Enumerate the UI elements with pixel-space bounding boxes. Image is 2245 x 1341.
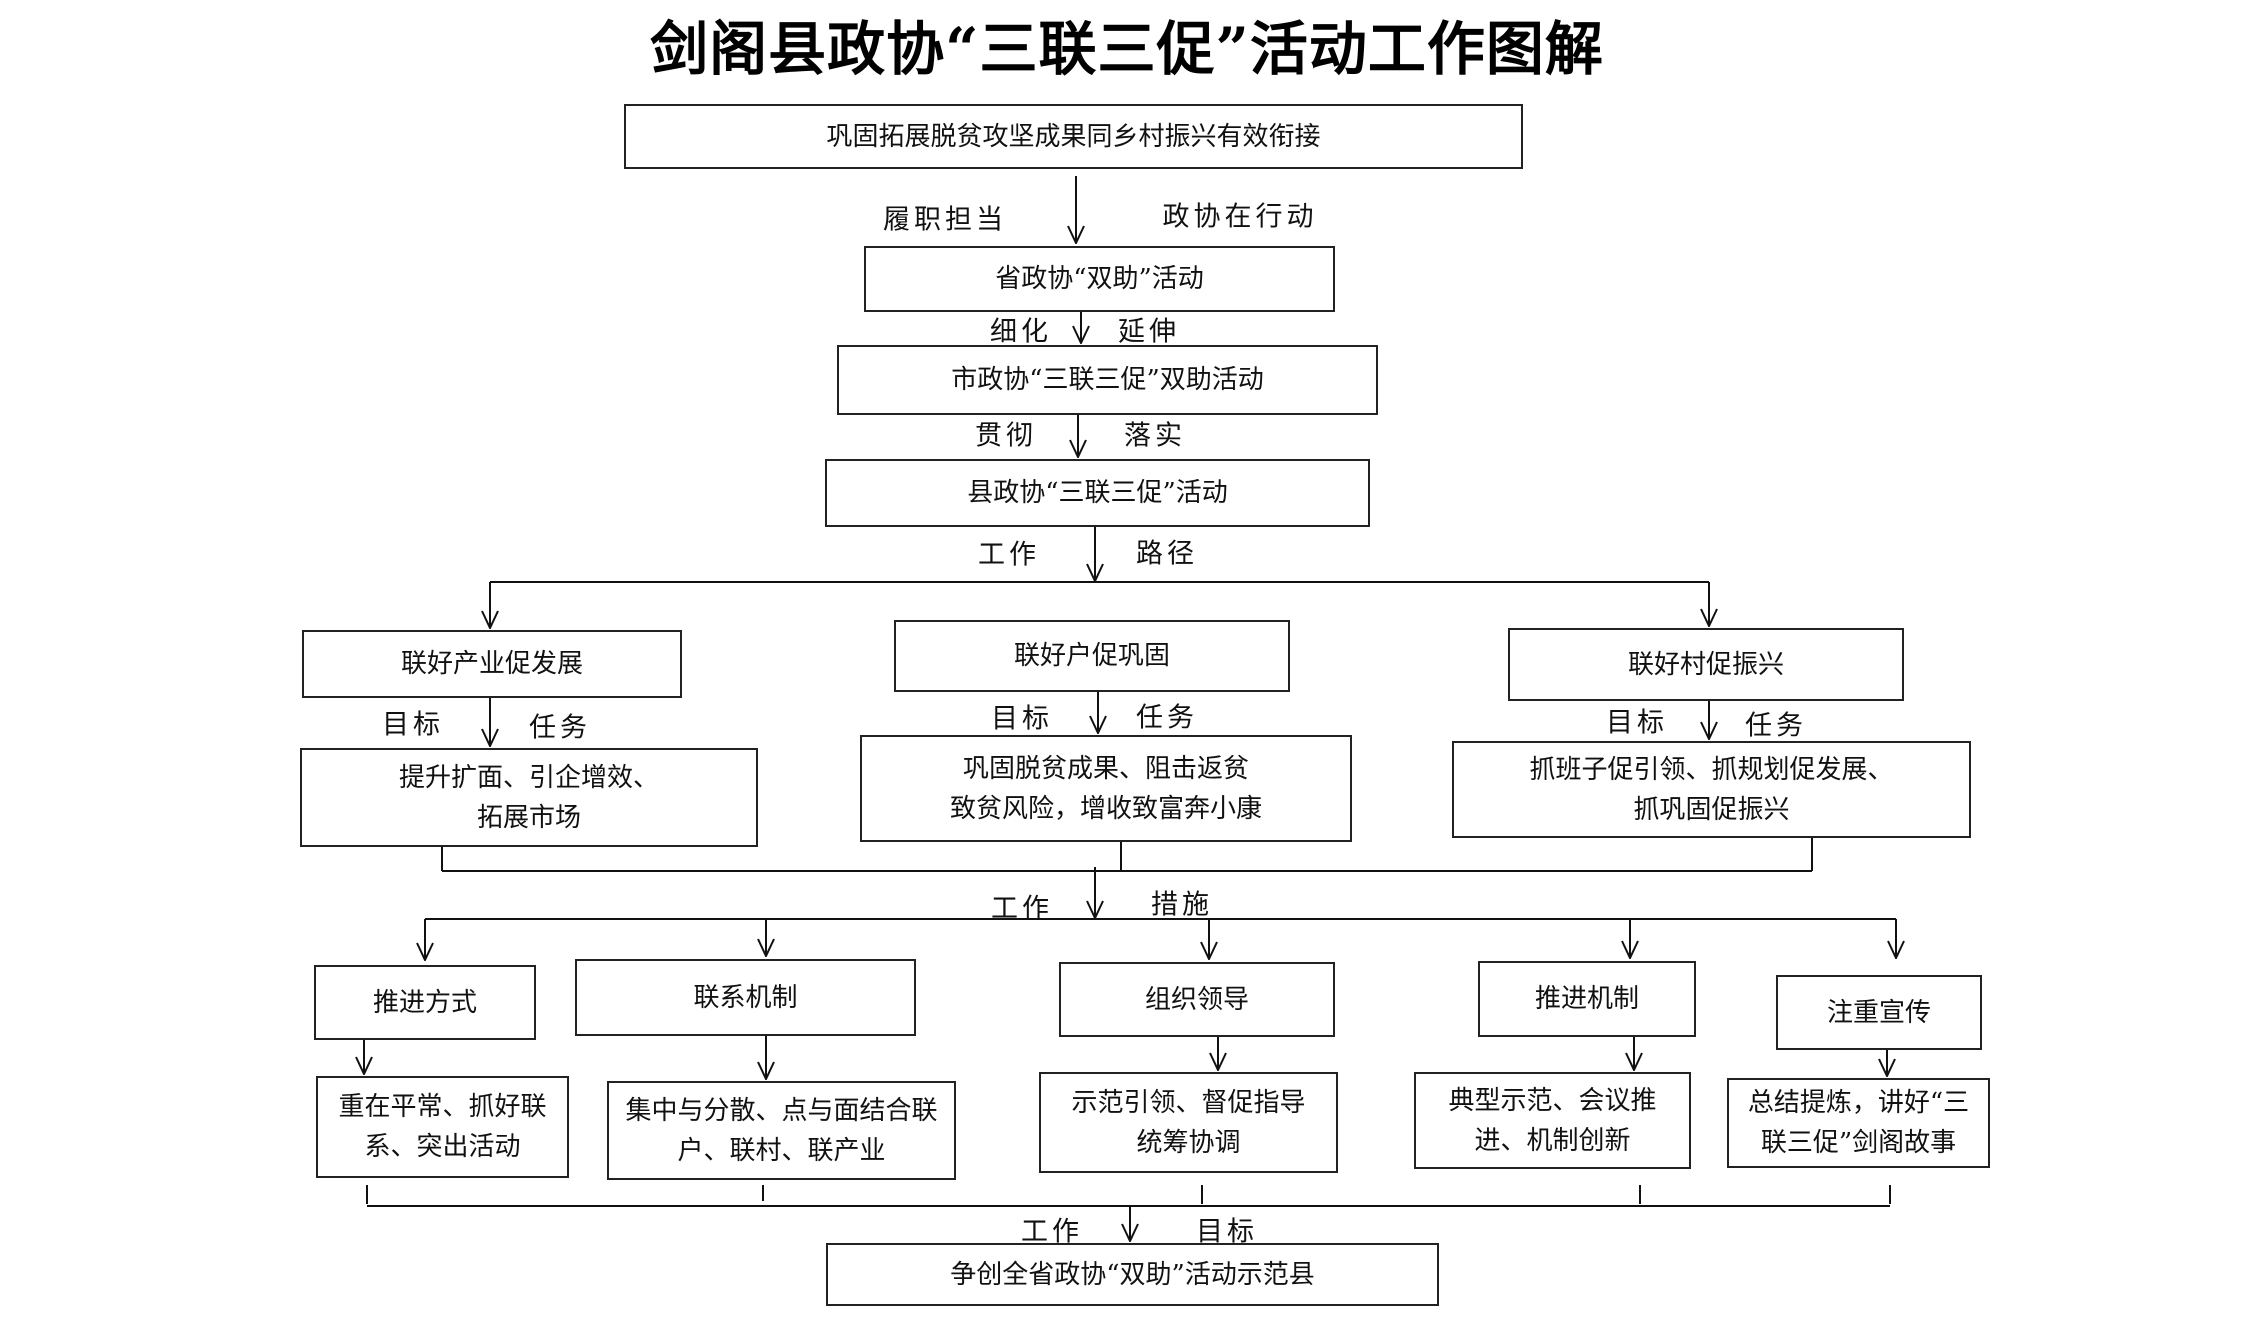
detail-line: 重在平常、抓好联 <box>338 1092 547 1122</box>
detail-box-mechanism: 典型示范、会议推 进、机制创新 <box>1414 1072 1691 1169</box>
detail-line: 进、机制创新 <box>1474 1125 1631 1156</box>
task-line: 拓展市场 <box>476 802 581 833</box>
label-path: 路径 <box>1136 538 1198 570</box>
city-box: 市政协“三联三促”双助活动 <box>837 345 1378 415</box>
task-line: 致贫风险，增收致富奔小康 <box>949 793 1262 824</box>
measure-box-leadership: 组织领导 <box>1059 962 1335 1037</box>
task-box-household: 巩固脱贫成果、阻击返贫 致贫风险，增收致富奔小康 <box>860 735 1352 842</box>
path-label-task: 任务 <box>1745 710 1807 742</box>
path-name: 联好户促巩固 <box>1013 641 1170 671</box>
measure-name: 组织领导 <box>1144 984 1249 1015</box>
label-work: 工作 <box>978 539 1040 571</box>
detail-line: 总结提炼，讲好“三 <box>1747 1088 1970 1118</box>
detail-box-leadership: 示范引领、督促指导 统筹协调 <box>1039 1072 1338 1173</box>
task-line: 抓巩固促振兴 <box>1633 794 1790 825</box>
measure-name: 联系机制 <box>693 982 798 1013</box>
measure-name: 推进方式 <box>372 987 477 1018</box>
path-name: 联好产业促发展 <box>400 649 583 679</box>
measure-box-liaison: 联系机制 <box>575 959 916 1036</box>
label-carry-out: 落实 <box>1124 420 1186 452</box>
measure-name: 注重宣传 <box>1826 997 1931 1028</box>
detail-line: 户、联村、联产业 <box>677 1135 886 1166</box>
path-name: 联好村促振兴 <box>1627 649 1784 680</box>
province-text: 省政协“双助”活动 <box>995 264 1204 294</box>
path-label-task: 任务 <box>1136 702 1198 734</box>
path-label-goal: 目标 <box>382 709 444 741</box>
task-line: 抓班子促引领、抓规划促发展、 <box>1529 754 1894 785</box>
path-box-household: 联好户促巩固 <box>894 620 1290 692</box>
measure-box-publicity: 注重宣传 <box>1776 975 1982 1050</box>
target-label-work: 工作 <box>1021 1216 1083 1248</box>
final-goal-box: 争创全省政协“双助”活动示范县 <box>826 1243 1439 1306</box>
task-box-industry: 提升扩面、引企增效、 拓展市场 <box>300 748 758 847</box>
path-label-goal: 目标 <box>991 703 1053 735</box>
task-line: 巩固脱贫成果、阻击返贫 <box>962 753 1249 784</box>
detail-line: 典型示范、会议推 <box>1448 1085 1657 1116</box>
path-box-industry: 联好产业促发展 <box>302 630 682 698</box>
task-box-village: 抓班子促引领、抓规划促发展、 抓巩固促振兴 <box>1452 741 1971 838</box>
detail-box-publicity: 总结提炼，讲好“三 联三促”剑阁故事 <box>1727 1078 1990 1168</box>
measure-name: 推进机制 <box>1534 984 1639 1014</box>
diagram-title: 剑阁县政协“三联三促”活动工作图解 <box>650 15 1604 83</box>
detail-box-liaison: 集中与分散、点与面结合联 户、联村、联产业 <box>607 1081 956 1180</box>
path-label-task: 任务 <box>529 712 591 744</box>
label-refine: 细化 <box>990 316 1052 348</box>
detail-line: 集中与分散、点与面结合联 <box>625 1095 938 1126</box>
label-zhengxie-action: 政协在行动 <box>1162 201 1318 233</box>
measures-label-measures: 措施 <box>1151 889 1213 921</box>
goal-text: 巩固拓展脱贫攻坚成果同乡村振兴有效衔接 <box>826 121 1321 152</box>
county-box: 县政协“三联三促”活动 <box>825 459 1370 527</box>
measures-label-work: 工作 <box>991 893 1053 925</box>
label-implement: 贯彻 <box>975 420 1037 452</box>
measure-box-method: 推进方式 <box>314 965 536 1040</box>
province-box: 省政协“双助”活动 <box>864 246 1335 312</box>
measure-box-mechanism: 推进机制 <box>1478 961 1696 1037</box>
detail-line: 系、突出活动 <box>364 1132 521 1162</box>
path-box-village: 联好村促振兴 <box>1508 628 1904 701</box>
task-line: 提升扩面、引企增效、 <box>398 762 659 793</box>
detail-line: 联三促”剑阁故事 <box>1760 1128 1957 1158</box>
detail-box-method: 重在平常、抓好联 系、突出活动 <box>316 1076 569 1178</box>
final-goal-text: 争创全省政协“双助”活动示范县 <box>950 1259 1315 1290</box>
label-lvzhi: 履职担当 <box>883 204 1007 236</box>
goal-box: 巩固拓展脱贫攻坚成果同乡村振兴有效衔接 <box>624 104 1523 169</box>
target-label-goal: 目标 <box>1196 1216 1258 1248</box>
city-text: 市政协“三联三促”双助活动 <box>951 365 1264 395</box>
label-extend: 延伸 <box>1118 316 1180 348</box>
county-text: 县政协“三联三促”活动 <box>967 478 1228 508</box>
detail-line: 统筹协调 <box>1136 1127 1241 1158</box>
path-label-goal: 目标 <box>1606 707 1668 739</box>
detail-line: 示范引领、督促指导 <box>1071 1087 1306 1118</box>
